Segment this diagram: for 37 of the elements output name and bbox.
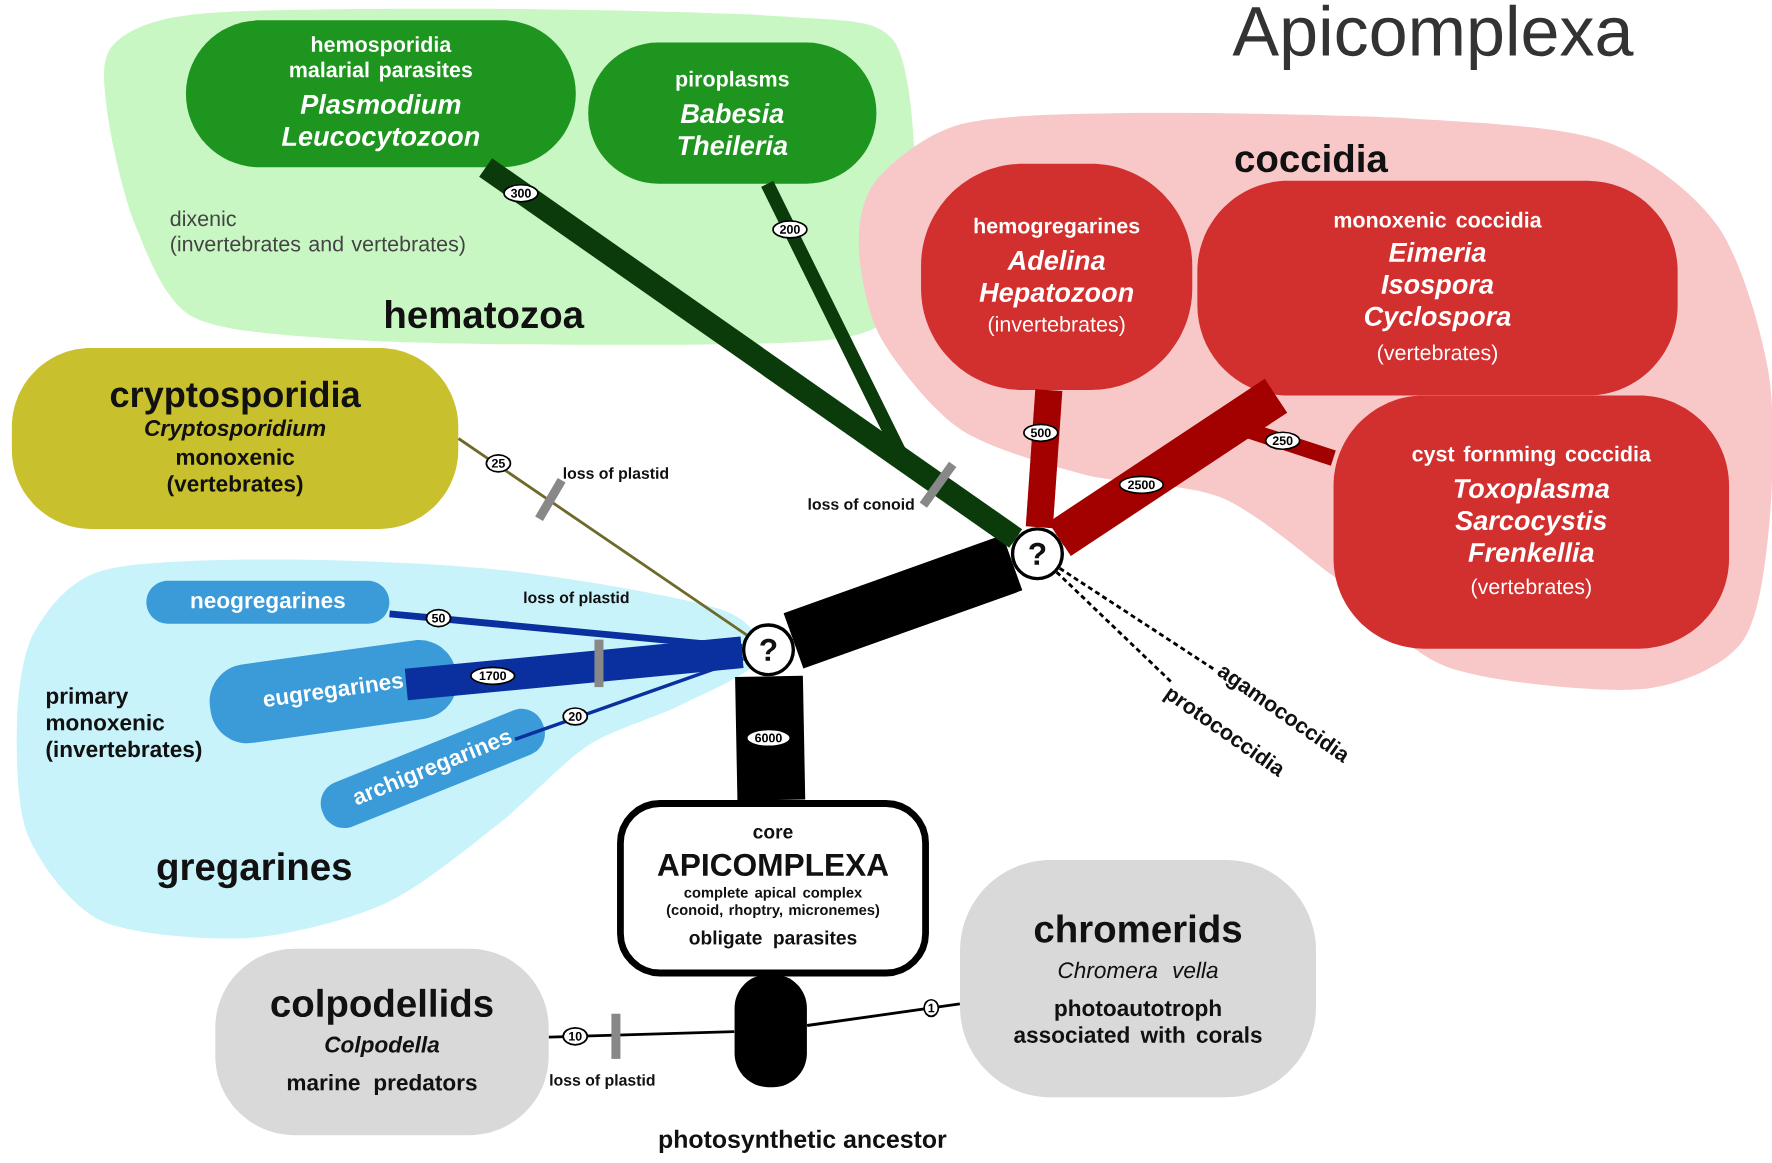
count-badge: 500 xyxy=(1023,423,1059,443)
clade-blob: neogregarines xyxy=(146,580,390,624)
core-box: core APICOMPLEXA complete apical complex (conoid, rhoptry, micronemes) obligate parasites xyxy=(617,800,929,977)
clade-blob: hemogregarines Adelina Hepatozoon (invertebrates) xyxy=(921,163,1193,390)
branch-line xyxy=(457,437,748,637)
title: Apicomplexa xyxy=(1232,4,1634,71)
dashed-branch xyxy=(1055,571,1172,683)
count-badge: 250 xyxy=(1264,431,1301,451)
clade-blob: cryptosporidia Cryptosporidium monoxenic (vertebrates) xyxy=(11,348,459,529)
clade-blob: colpodellids Colpodella marine predators xyxy=(215,948,549,1136)
clade-blob: monoxenic coccidia Eimeria Isospora Cyclospora (vertebrates) xyxy=(1197,180,1678,396)
branch-line xyxy=(479,158,1023,548)
clade-blob: cyst fornming coccidia Toxoplasma Sarcocystis Frenkellia (vertebrates) xyxy=(1333,395,1730,649)
count-badge: 1 xyxy=(923,998,940,1018)
annotation: loss of plastid xyxy=(524,591,629,607)
root-label: photosynthetic ancestor xyxy=(659,1129,947,1154)
clade-blob: hemosporidia malarial parasites Plasmodium Leucocytozoon xyxy=(185,20,576,168)
clade-blob: eugregarines xyxy=(209,640,458,744)
count-badge: 25 xyxy=(485,454,512,473)
count-badge: 50 xyxy=(425,608,452,628)
branch-line xyxy=(514,657,744,742)
trunk-base xyxy=(734,974,807,1088)
branch-line xyxy=(783,535,1023,669)
count-badge: 6000 xyxy=(745,728,792,748)
question-node: ? xyxy=(1010,527,1064,581)
branch-line xyxy=(806,1002,961,1027)
clade-blob: chromerids Chromera vella photoautotroph associated with corals xyxy=(960,860,1316,1098)
count-badge: 10 xyxy=(562,1027,589,1046)
clade-blob: piroplasms Babesia Theileria xyxy=(588,42,877,184)
dashed-branch xyxy=(1058,567,1217,672)
branch-line xyxy=(404,636,744,701)
count-badge: 20 xyxy=(562,707,589,726)
count-badge: 2500 xyxy=(1118,475,1165,495)
annotation: loss of plastid xyxy=(563,467,669,483)
question-node: ? xyxy=(741,623,796,677)
count-badge: 1700 xyxy=(470,666,516,686)
branch-line xyxy=(761,180,1020,545)
